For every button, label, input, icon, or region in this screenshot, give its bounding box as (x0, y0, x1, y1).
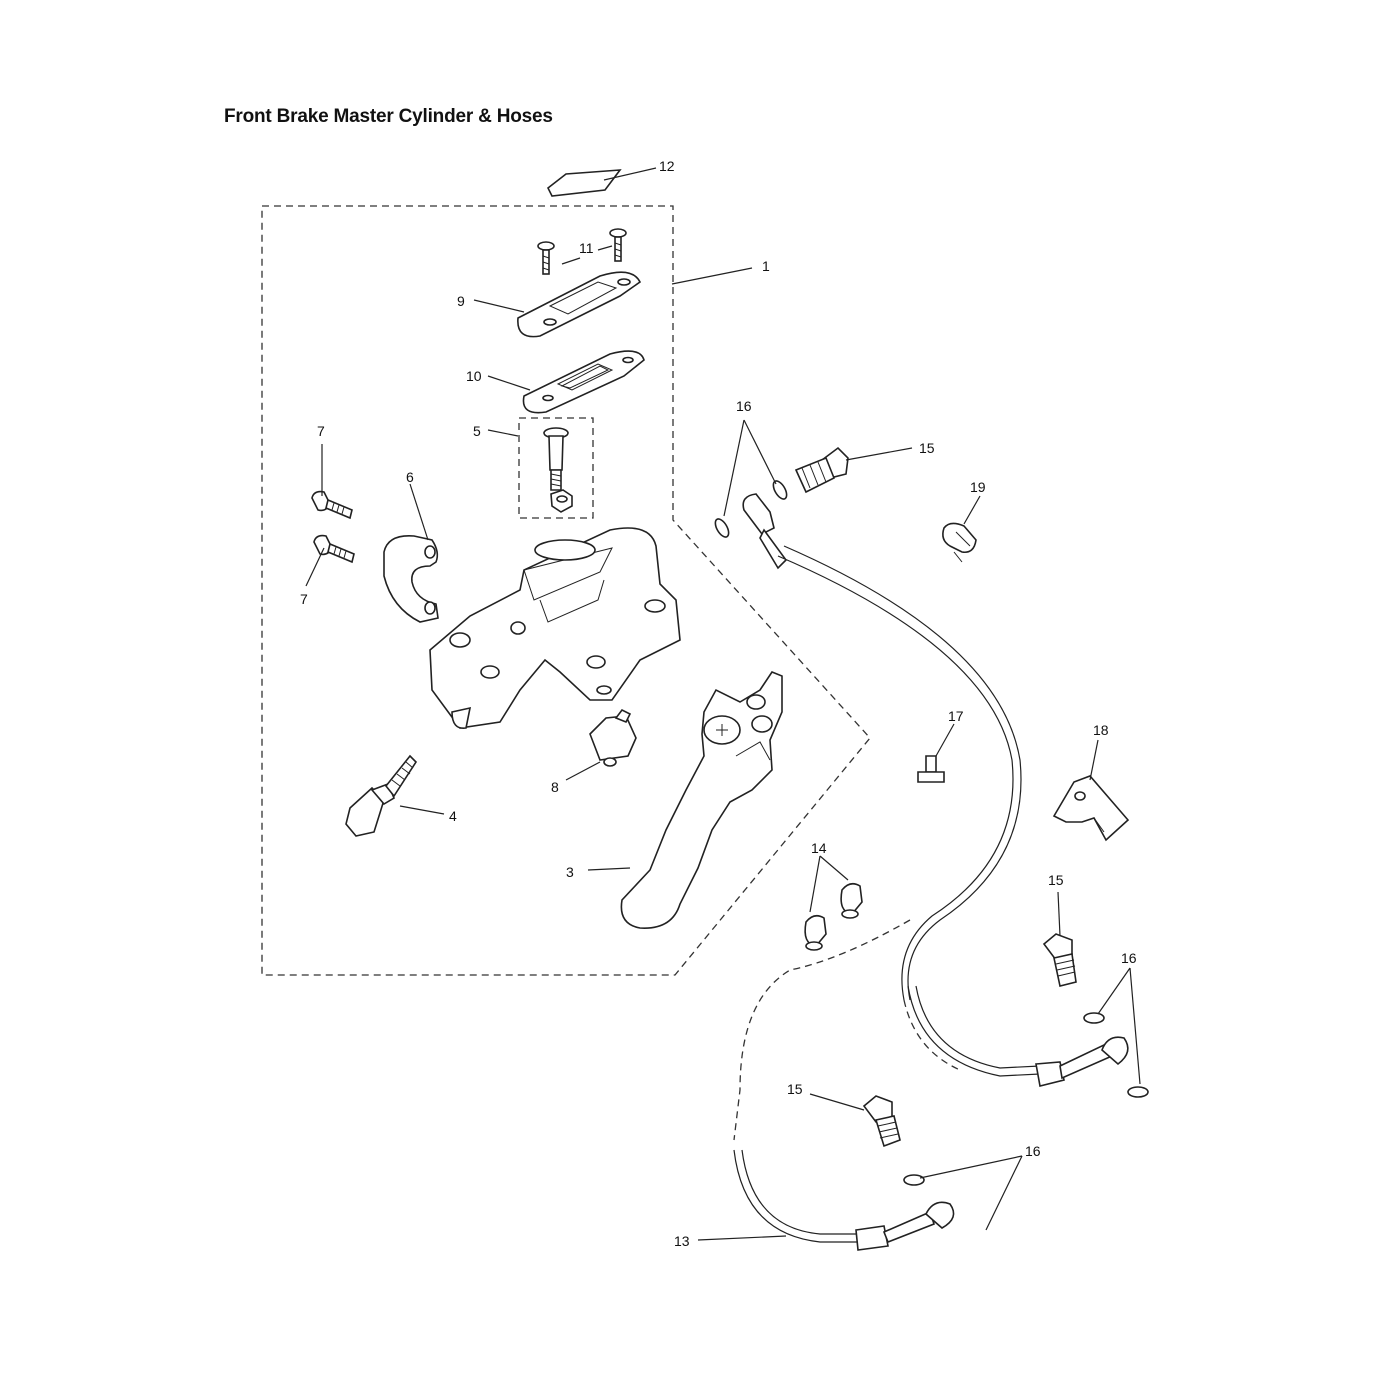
callout-11: 11 (579, 240, 594, 256)
callout-15a: 15 (919, 440, 935, 456)
callout-8: 8 (551, 779, 559, 795)
callout-14: 14 (811, 840, 827, 856)
part-5-pivot-bolt (543, 427, 573, 513)
part-9-reservoir-cap (517, 271, 642, 338)
callout-17: 17 (948, 708, 964, 724)
brake-hoses (733, 493, 1129, 1251)
callout-15c: 15 (787, 1081, 803, 1097)
callout-5: 5 (473, 423, 481, 439)
master-cylinder-body (429, 527, 681, 729)
callout-3: 3 (566, 864, 574, 880)
callout-19: 19 (970, 479, 986, 495)
callout-4: 4 (449, 808, 457, 824)
callout-15b: 15 (1048, 872, 1064, 888)
part-3-brake-lever (620, 671, 783, 929)
callout-16c: 16 (1025, 1143, 1041, 1159)
part-8-brake-switch (589, 708, 637, 767)
callout-7b: 7 (300, 591, 308, 607)
diagram-title: Front Brake Master Cylinder & Hoses (224, 106, 553, 127)
part-15-banjo-bolts (794, 446, 1077, 1148)
callout-16a: 16 (736, 398, 752, 414)
part-19-clip (942, 522, 977, 563)
part-18-hose-bracket (1052, 775, 1130, 842)
part-11-screws (537, 228, 627, 275)
part-16-sealing-washers (714, 480, 1149, 1186)
callout-12: 12 (659, 158, 675, 174)
callout-16b: 16 (1121, 950, 1137, 966)
callout-10: 10 (466, 368, 482, 384)
part-4-pushrod (345, 754, 418, 837)
callout-7a: 7 (317, 423, 325, 439)
callout-6: 6 (406, 469, 414, 485)
part-6-handlebar-clamp (383, 535, 439, 623)
part-7-clamp-bolts (311, 490, 355, 564)
callout-18: 18 (1093, 722, 1109, 738)
part-10-diaphragm (522, 350, 645, 414)
callout-9: 9 (457, 293, 465, 309)
part-12-sight-window (546, 169, 622, 197)
leader-lines (305, 167, 1141, 1241)
assembly-1-boundary (261, 205, 871, 976)
callout-13: 13 (674, 1233, 690, 1249)
part-17-bolt (917, 755, 945, 783)
callout-1: 1 (762, 258, 770, 274)
part-14-p-clips (804, 882, 863, 951)
part-5-boundary (518, 417, 594, 519)
callout-labels: 1 3 4 5 6 7 7 8 9 10 11 12 13 14 15 15 1… (300, 158, 1137, 1249)
